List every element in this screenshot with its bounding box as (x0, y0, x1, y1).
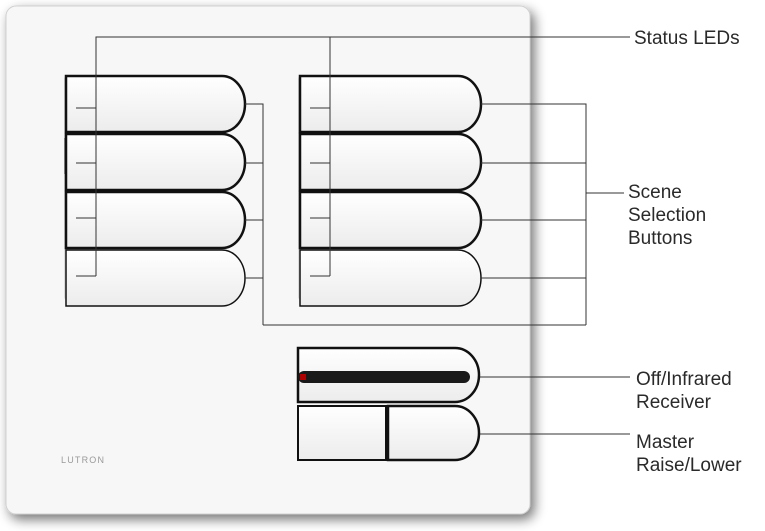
master-lower-button[interactable] (298, 406, 386, 460)
scene-button-l2[interactable] (66, 134, 245, 190)
label-master-raise-lower: Master Raise/Lower (636, 431, 742, 477)
scene-buttons-right-column (298, 76, 481, 306)
label-scene-line-1: Scene (628, 182, 682, 203)
label-master-line-2: Raise/Lower (636, 455, 742, 476)
label-off-infrared-receiver: Off/Infrared Receiver (636, 368, 732, 414)
label-scene-line-3: Buttons (628, 228, 692, 249)
infrared-receiver-accent (300, 374, 306, 380)
scene-button-r1[interactable] (300, 76, 481, 132)
label-status-leds: Status LEDs (634, 27, 740, 50)
scene-button-l3[interactable] (66, 192, 245, 248)
master-raise-lower-group (298, 406, 479, 460)
scene-buttons-left-column (64, 76, 245, 306)
infrared-receiver-window (298, 371, 470, 383)
label-scene-selection-buttons: Scene Selection Buttons (628, 181, 706, 250)
label-master-line-1: Master (636, 432, 694, 453)
scene-button-r4[interactable] (300, 250, 481, 306)
label-scene-line-2: Selection (628, 205, 706, 226)
label-off-line-1: Off/Infrared (636, 369, 732, 390)
lutron-logo: LUTRON (61, 455, 105, 465)
label-off-line-2: Receiver (636, 392, 711, 413)
scene-button-l4[interactable] (66, 250, 245, 306)
off-ir-button-group (298, 348, 479, 402)
scene-button-r3[interactable] (300, 192, 481, 248)
scene-button-r2[interactable] (300, 134, 481, 190)
scene-button-l1[interactable] (66, 76, 245, 132)
master-raise-button[interactable] (388, 406, 479, 460)
